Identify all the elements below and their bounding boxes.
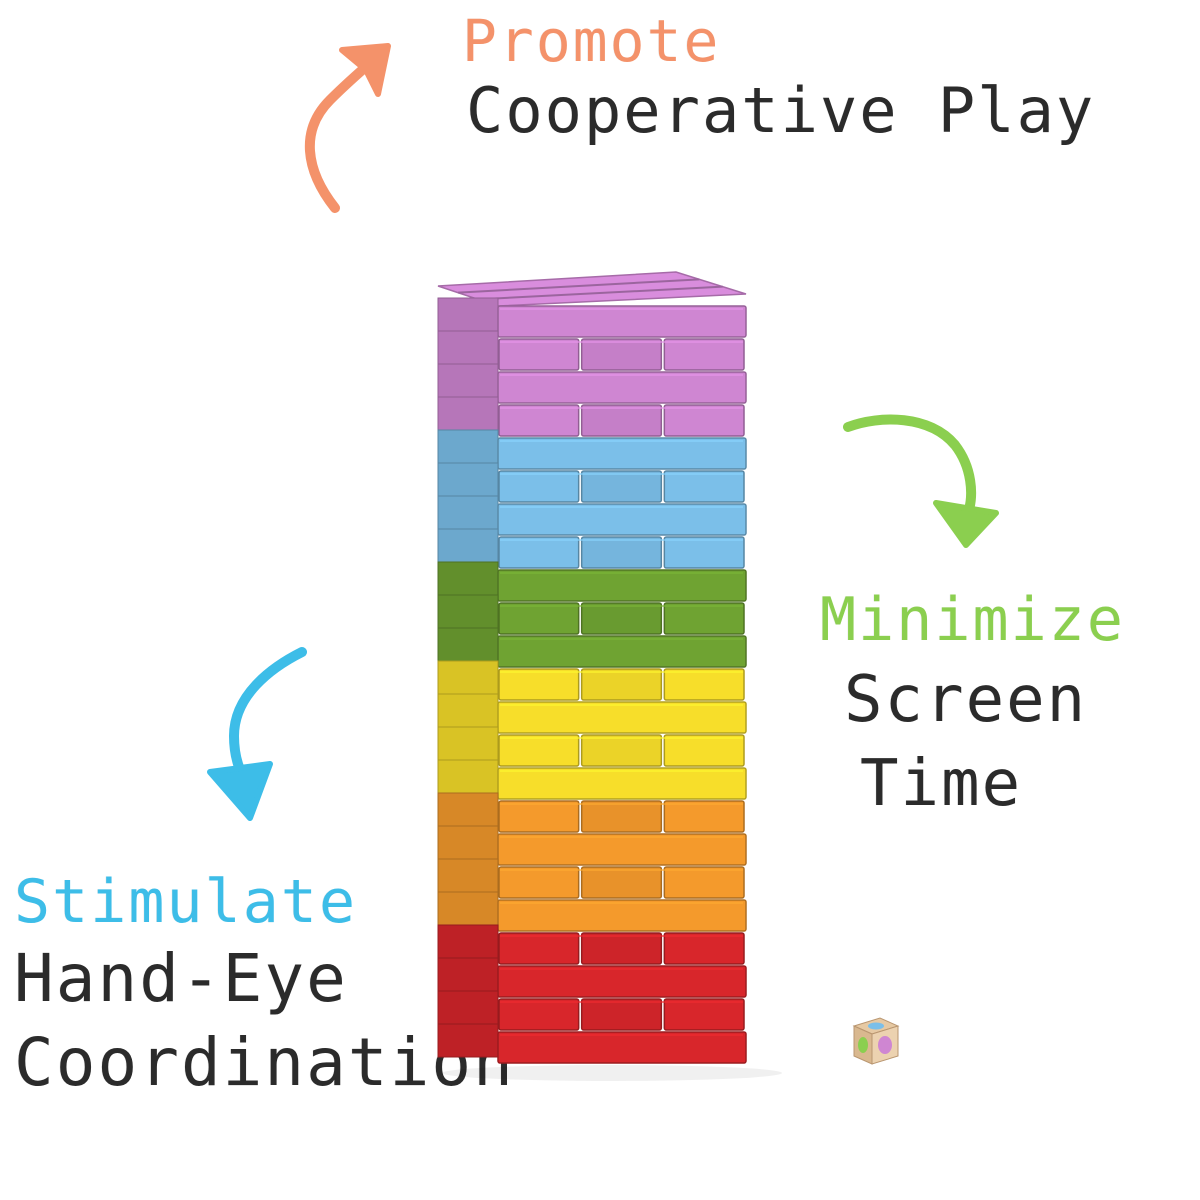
minimize-label: Minimize Screen Time — [820, 590, 1125, 816]
tower-block-end — [663, 536, 745, 569]
tower-block-side — [437, 1023, 499, 1058]
tower-block-side — [437, 627, 499, 662]
tower-shadow — [442, 1065, 782, 1081]
tower-block-side — [437, 825, 499, 860]
tower-top-seam — [477, 285, 723, 301]
tower-block-side — [437, 594, 499, 629]
tower-block-end — [498, 932, 580, 965]
tower-block-end — [580, 800, 663, 833]
tower-block-end — [498, 536, 580, 569]
tower-block-side — [437, 957, 499, 992]
tower-block-end — [498, 866, 580, 899]
stimulate-line1: Hand-Eye — [14, 940, 348, 1017]
tower-block-side — [437, 561, 499, 596]
tower-block-side — [437, 330, 499, 365]
tower-block-side — [437, 462, 499, 497]
promote-label: Promote Cooperative Play — [462, 12, 1095, 142]
tower-block-long — [497, 965, 747, 998]
tower-block-end — [663, 470, 745, 503]
tower-block-side — [437, 495, 499, 530]
stimulate-label: Stimulate Hand-Eye Coordination — [14, 872, 515, 1096]
tower-block-end — [580, 668, 663, 701]
tower-block-end — [580, 866, 663, 899]
tower-block-end — [580, 470, 663, 503]
tower-block-end — [498, 602, 580, 635]
stimulate-line2: Coordination — [14, 1024, 515, 1101]
tower-block-end — [498, 338, 580, 371]
tower-block-side — [437, 297, 499, 332]
tower-block-end — [663, 800, 745, 833]
tower-block-long — [497, 833, 747, 866]
tower-block-long — [497, 437, 747, 470]
minimize-line1: Screen — [844, 663, 1088, 737]
tower-block-end — [663, 338, 745, 371]
color-dice-icon — [852, 1017, 900, 1065]
tower-block-side — [437, 858, 499, 893]
tower-block-end — [580, 536, 663, 569]
tower-block-end — [498, 668, 580, 701]
tower-block-side — [437, 693, 499, 728]
promote-curved-arrow-icon — [305, 43, 391, 213]
tower-block-long — [497, 371, 747, 404]
tower-block-side — [437, 429, 499, 464]
tower-block-end — [663, 668, 745, 701]
tower-block-side — [437, 792, 499, 827]
minimize-curved-arrow-icon — [843, 414, 999, 548]
tower-block-end — [498, 800, 580, 833]
tower-block-long — [497, 1031, 747, 1064]
tower-block-side — [437, 891, 499, 926]
stimulate-heading: Stimulate — [14, 867, 358, 937]
tower-block-end — [663, 932, 745, 965]
stimulate-curved-arrow-icon — [207, 647, 307, 821]
tower-block-end — [580, 338, 663, 371]
tower-block-long — [497, 569, 747, 602]
tower-block-side — [437, 759, 499, 794]
tower-block-long — [497, 635, 747, 668]
tower-block-side — [437, 660, 499, 695]
tower-block-end — [663, 866, 745, 899]
tower-block-side — [437, 363, 499, 398]
tower-block-long — [497, 701, 747, 734]
tower-block-end — [580, 998, 663, 1031]
tower-block-end — [663, 602, 745, 635]
tower-block-long — [497, 305, 747, 338]
tower-block-end — [580, 602, 663, 635]
tower-block-end — [580, 734, 663, 767]
minimize-heading: Minimize — [820, 585, 1125, 655]
tower-block-end — [498, 998, 580, 1031]
tower-block-end — [498, 734, 580, 767]
promote-heading: Promote — [462, 7, 721, 75]
tower-top-seam — [457, 278, 700, 294]
tower-block-end — [580, 932, 663, 965]
tower-block-side — [437, 396, 499, 431]
tower-block-side — [437, 924, 499, 959]
tower-block-side — [437, 726, 499, 761]
tower-block-end — [663, 404, 745, 437]
tower-block-side — [437, 990, 499, 1025]
tower-block-end — [663, 734, 745, 767]
minimize-line2: Time — [860, 747, 1023, 821]
tower-block-end — [663, 998, 745, 1031]
tower-block-long — [497, 503, 747, 536]
tower-block-end — [580, 404, 663, 437]
tower-block-end — [498, 404, 580, 437]
tower-block-side — [437, 528, 499, 563]
promote-subheading: Cooperative Play — [466, 74, 1096, 147]
tower-block-end — [498, 470, 580, 503]
tower-block-long — [497, 767, 747, 800]
tower-block-long — [497, 899, 747, 932]
